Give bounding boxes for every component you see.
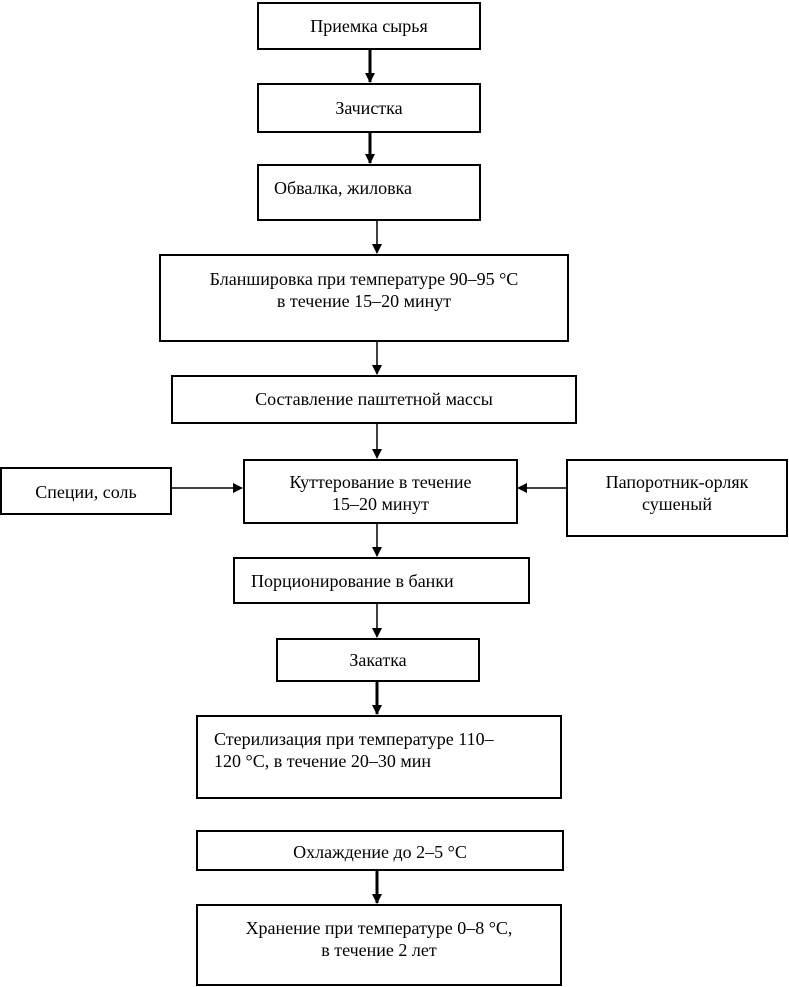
step-sealing: Закатка [276,638,480,682]
step-cooling: Охлаждение до 2–5 °С [196,830,564,871]
step-paste-mass: Составление паштетной массы [171,375,577,424]
step-blanching-line1: Бланшировка при температуре 90–95 °С [209,269,519,289]
step-cooling-label: Охлаждение до 2–5 °С [293,842,467,862]
step-sterilization: Стерилизация при температуре 110– 120 °С… [196,715,562,799]
step-sealing-label: Закатка [349,650,407,670]
step-deboning: Обвалка, жиловка [257,164,481,221]
step-fern-line2: сушеный [642,494,712,514]
step-portioning-label: Порционирование в банки [251,571,454,591]
step-cutter-line1: Куттерование в течение [289,472,472,492]
step-spices-label: Специи, соль [35,482,137,502]
step-cleaning-label: Зачистка [335,98,403,118]
step-raw-intake: Приемка сырья [257,2,481,50]
step-storage-line1: Хранение при температуре 0–8 °С, [245,918,513,938]
step-deboning-label: Обвалка, жиловка [274,178,413,198]
step-paste-mass-label: Составление паштетной массы [255,389,493,409]
step-cutter-line2: 15–20 минут [331,494,430,514]
step-sterilization-line1: Стерилизация при температуре 110– [214,729,494,749]
step-raw-intake-label: Приемка сырья [310,16,428,36]
step-spices: Специи, соль [0,467,172,515]
step-fern-line1: Папоротник-орляк [605,472,749,492]
step-cutter: Куттерование в течение 15–20 минут [243,459,518,524]
step-blanching: Бланшировка при температуре 90–95 °С в т… [159,254,569,342]
step-portioning: Порционирование в банки [233,557,530,604]
step-fern: Папоротник-орляк сушеный [566,459,788,537]
step-storage: Хранение при температуре 0–8 °С, в течен… [196,904,562,986]
step-storage-line2: в течение 2 лет [321,940,437,960]
step-blanching-line2: в течение 15–20 минут [276,291,452,311]
step-cleaning: Зачистка [257,83,481,133]
step-sterilization-line2: 120 °С, в течение 20–30 мин [214,751,432,771]
